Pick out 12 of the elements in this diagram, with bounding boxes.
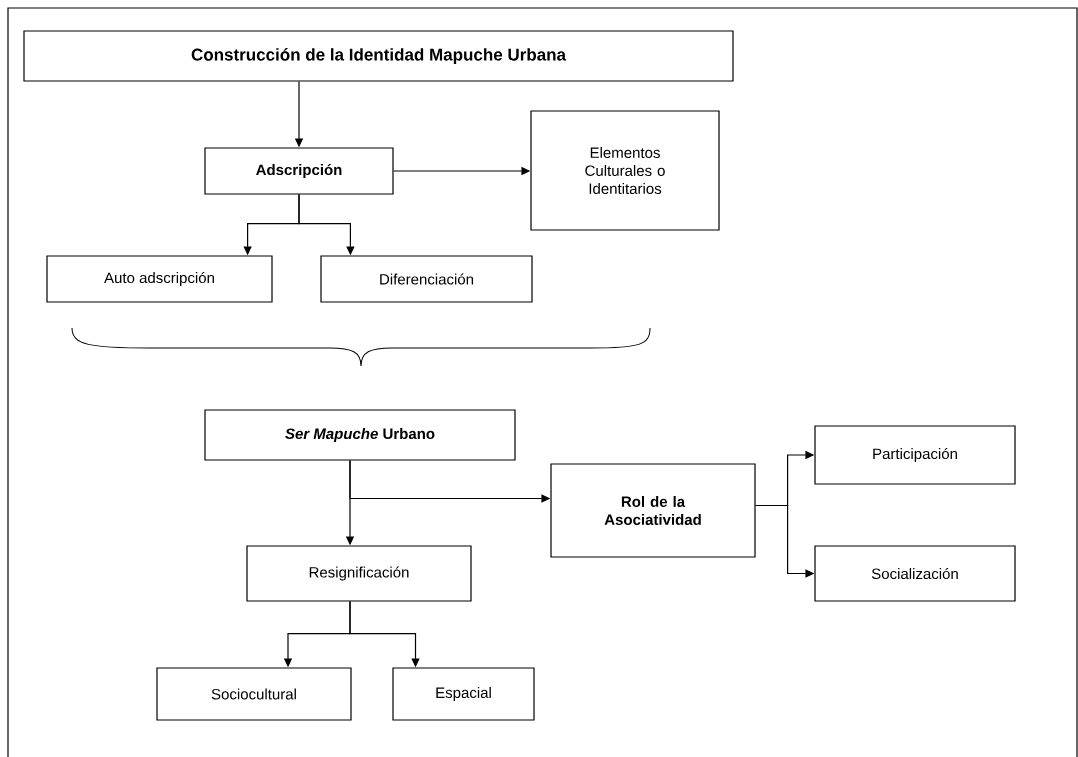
text-box: Participación xyxy=(814,425,1016,485)
text-box: Ser Mapuche Urbano xyxy=(204,409,516,461)
text-box: Sociocultural xyxy=(156,667,352,721)
text-box: Adscripción xyxy=(204,147,394,195)
text-box: Rol de la Asociatividad xyxy=(550,463,756,558)
text-box: Auto adscripción xyxy=(46,255,273,303)
text-box: Socialización xyxy=(814,545,1016,602)
text-box: Construcción de la Identidad Mapuche Urbana xyxy=(23,30,734,82)
text-box: Elementos Culturales o Identitarios xyxy=(530,110,720,231)
text-box: Diferenciación xyxy=(320,255,533,303)
text-box: Resignificación xyxy=(246,545,472,602)
text-box: Espacial xyxy=(392,667,535,721)
